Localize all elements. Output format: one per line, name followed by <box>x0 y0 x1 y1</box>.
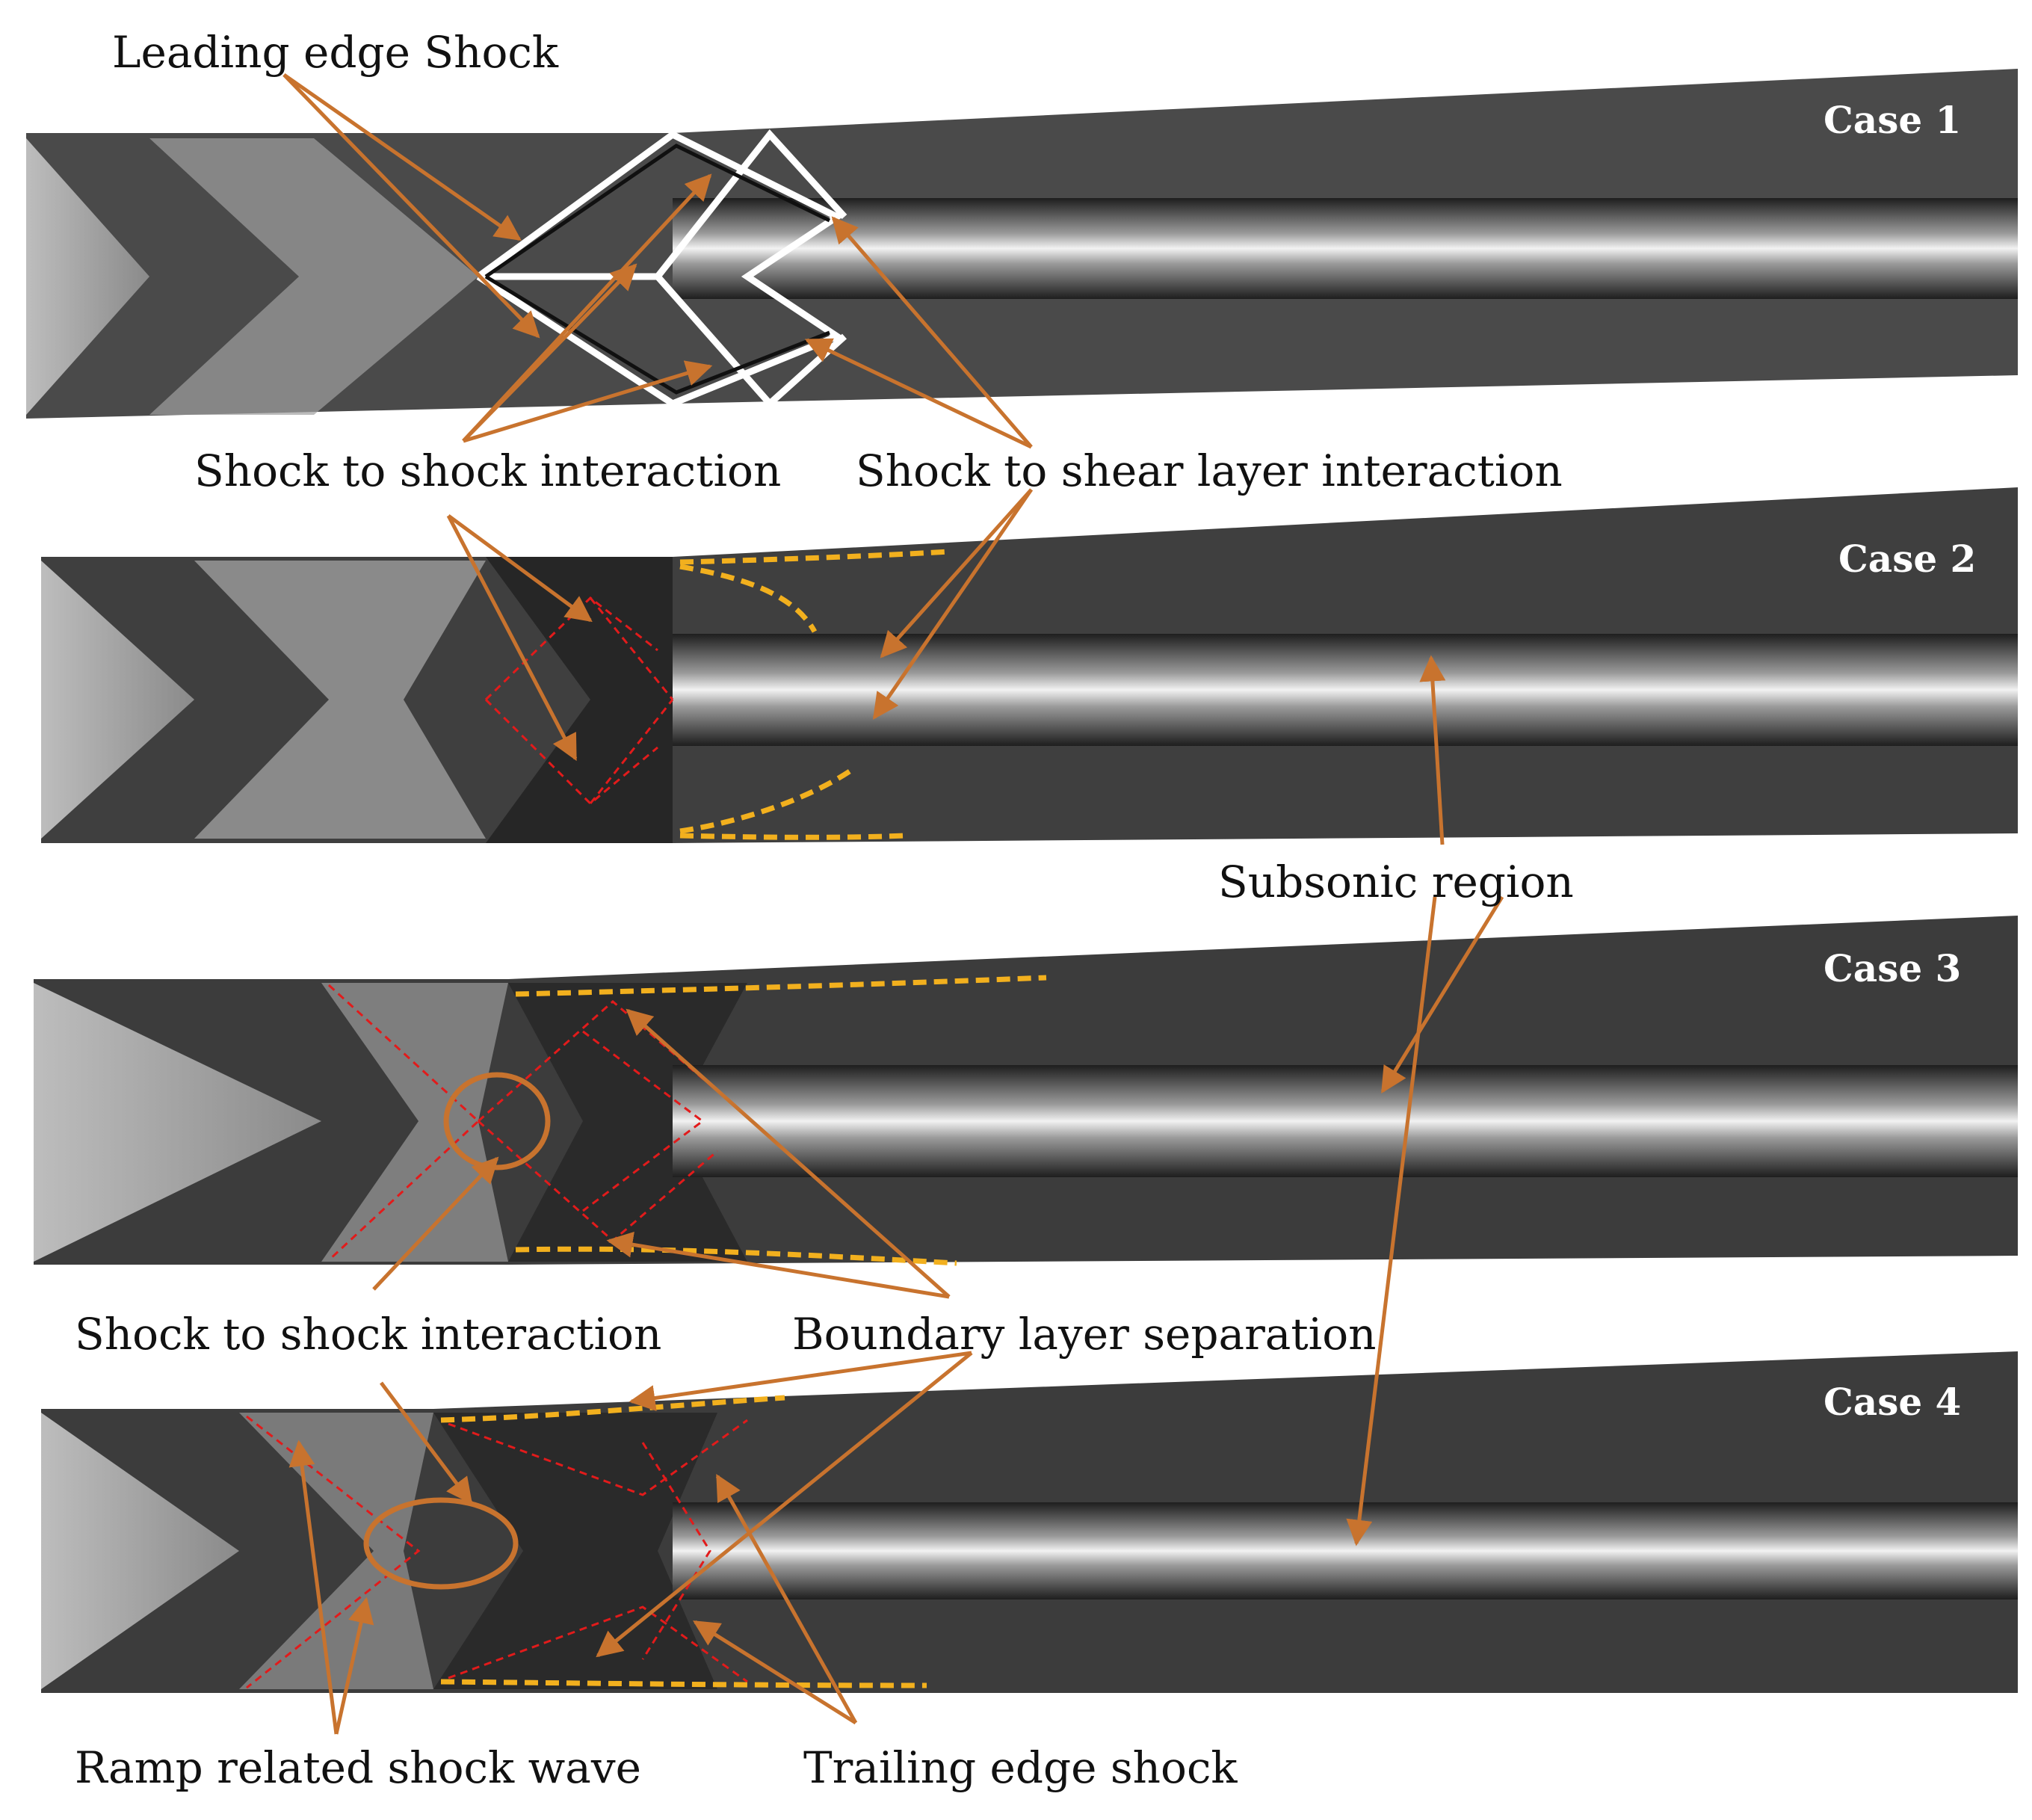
case-2-boundary-layer <box>679 549 950 840</box>
annotation-arrows <box>282 73 1504 1735</box>
case-1-shock-train <box>476 129 847 409</box>
case-1-inlet-wedge <box>26 138 149 415</box>
case-4-label: Case 4 <box>1823 1380 1961 1424</box>
case-3-inner-region <box>508 983 747 1262</box>
case-4-inlet-wedge <box>41 1413 239 1689</box>
case-3-ramp-region <box>321 983 508 1262</box>
label-shock-to-shear-layer-interaction: Shock to shear layer interaction <box>856 445 1563 496</box>
label-subsonic-region: Subsonic region <box>1218 857 1574 907</box>
case-1-jet <box>673 198 2018 299</box>
case-1-label: Case 1 <box>1823 98 1961 142</box>
case-2-light-cross <box>194 561 486 839</box>
case-4-panel: Case 4 <box>41 1351 2018 1693</box>
case-3-jet <box>673 1065 2018 1177</box>
case-4-jet <box>673 1502 2018 1600</box>
case-4-shock-lines <box>246 1415 748 1689</box>
label-shock-to-shock-interaction-bottom: Shock to shock interaction <box>75 1309 661 1360</box>
case-1-panel: Case 1 <box>26 69 2018 419</box>
case-4-interaction-circle <box>363 1497 519 1590</box>
case-3-boundary-layer <box>515 975 1047 1266</box>
label-trailing-edge-shock: Trailing edge shock <box>803 1742 1238 1793</box>
case-3-label: Case 3 <box>1823 946 1961 990</box>
label-ramp-related-shock-wave: Ramp related shock wave <box>75 1742 641 1793</box>
label-boundary-layer-separation: Boundary layer separation <box>792 1309 1377 1360</box>
case-1-shock-dark <box>484 144 831 395</box>
case-4-boundary-layer <box>440 1395 927 1688</box>
case-1-light-cross <box>149 138 478 415</box>
case-2-panel: Case 2 <box>41 487 2018 843</box>
case-4-ramp-region <box>239 1413 433 1689</box>
case-2-inlet-wedge <box>41 561 194 839</box>
case-2-label: Case 2 <box>1838 537 1976 581</box>
case-4-inner-region <box>433 1413 717 1689</box>
case-2-jet <box>673 634 2018 746</box>
case-3-inlet-wedge <box>34 983 321 1262</box>
case-3-panel: Case 3 <box>34 916 2018 1266</box>
label-leading-edge-shock: Leading edge Shock <box>112 27 559 78</box>
case-2-ramp <box>486 557 673 843</box>
label-shock-to-shock-interaction-top: Shock to shock interaction <box>194 445 781 496</box>
